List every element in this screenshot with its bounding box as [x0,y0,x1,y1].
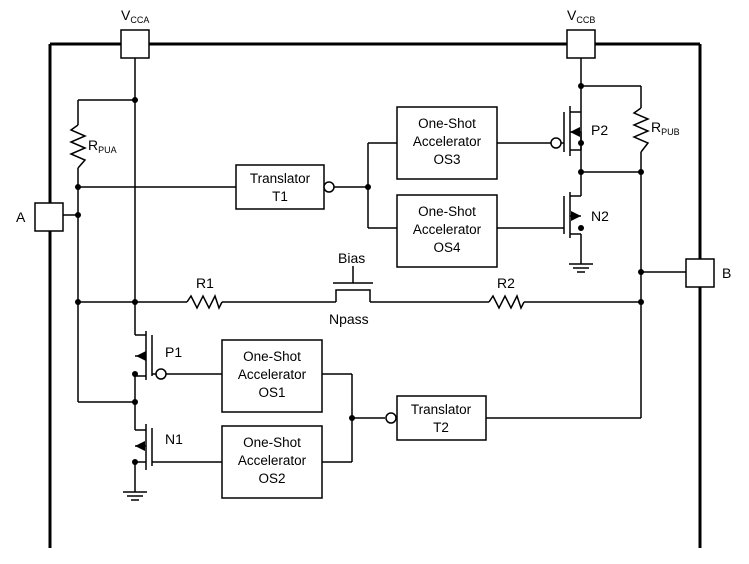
svg-text:P2: P2 [591,122,608,138]
svg-text:RPUA: RPUA [88,137,117,155]
transistor-p2: P2 [497,106,608,156]
port-b: B [685,258,731,288]
svg-text:Accelerator: Accelerator [413,222,482,237]
transistor-npass: Bias Npass [329,250,373,327]
ground-symbol-n2 [569,263,593,273]
svg-text:One-Shot: One-Shot [243,349,301,364]
svg-text:One-Shot: One-Shot [418,116,476,131]
ground-symbol-n1 [123,491,147,501]
svg-text:RPUB: RPUB [651,119,680,137]
junction-dots [75,83,644,465]
svg-text:One-Shot: One-Shot [243,435,301,450]
one-shot-os3: One-Shot Accelerator OS3 [396,106,498,180]
device-outline [48,42,702,548]
svg-text:OS3: OS3 [433,152,460,167]
svg-text:OS1: OS1 [258,385,285,400]
svg-text:Accelerator: Accelerator [238,453,307,468]
svg-text:R1: R1 [196,275,214,291]
transistor-n1: N1 [134,424,222,492]
svg-text:A: A [16,209,26,225]
svg-text:Accelerator: Accelerator [238,367,307,382]
svg-text:VCCB: VCCB [567,7,595,25]
svg-text:Bias: Bias [338,250,365,266]
one-shot-os2: One-Shot Accelerator OS2 [221,425,323,499]
resistor-rpub: RPUB [632,107,680,153]
resistor-r2: R2 [488,275,525,310]
svg-text:VCCA: VCCA [121,7,149,25]
vccb-pin: VCCB [566,7,596,59]
svg-text:P1: P1 [165,344,182,360]
resistor-rpua: RPUA [69,124,117,169]
svg-text:Translator: Translator [250,171,311,186]
svg-text:Translator: Translator [411,402,472,417]
svg-text:Accelerator: Accelerator [413,134,482,149]
svg-text:R2: R2 [497,275,515,291]
transistor-p1: P1 [134,331,222,430]
svg-text:B: B [722,265,731,281]
a-side-wires [63,58,641,403]
svg-text:T2: T2 [433,420,449,435]
vcca-pin: VCCA [120,7,150,59]
svg-text:OS2: OS2 [258,471,285,486]
svg-text:OS4: OS4 [433,240,461,255]
svg-text:T1: T1 [272,189,288,204]
one-shot-os1: One-Shot Accelerator OS1 [221,339,323,413]
one-shot-os4: One-Shot Accelerator OS4 [396,194,498,268]
resistor-r1: R1 [186,275,223,310]
svg-text:Npass: Npass [329,311,369,327]
svg-text:One-Shot: One-Shot [418,204,476,219]
svg-text:N2: N2 [591,208,609,224]
port-a: A [16,202,64,232]
b-side-wires [486,58,686,419]
transistor-n2: N2 [497,192,609,238]
translator-t2: Translator T2 [385,395,487,441]
svg-text:N1: N1 [165,431,183,447]
translator-t1: Translator T1 [235,164,335,210]
